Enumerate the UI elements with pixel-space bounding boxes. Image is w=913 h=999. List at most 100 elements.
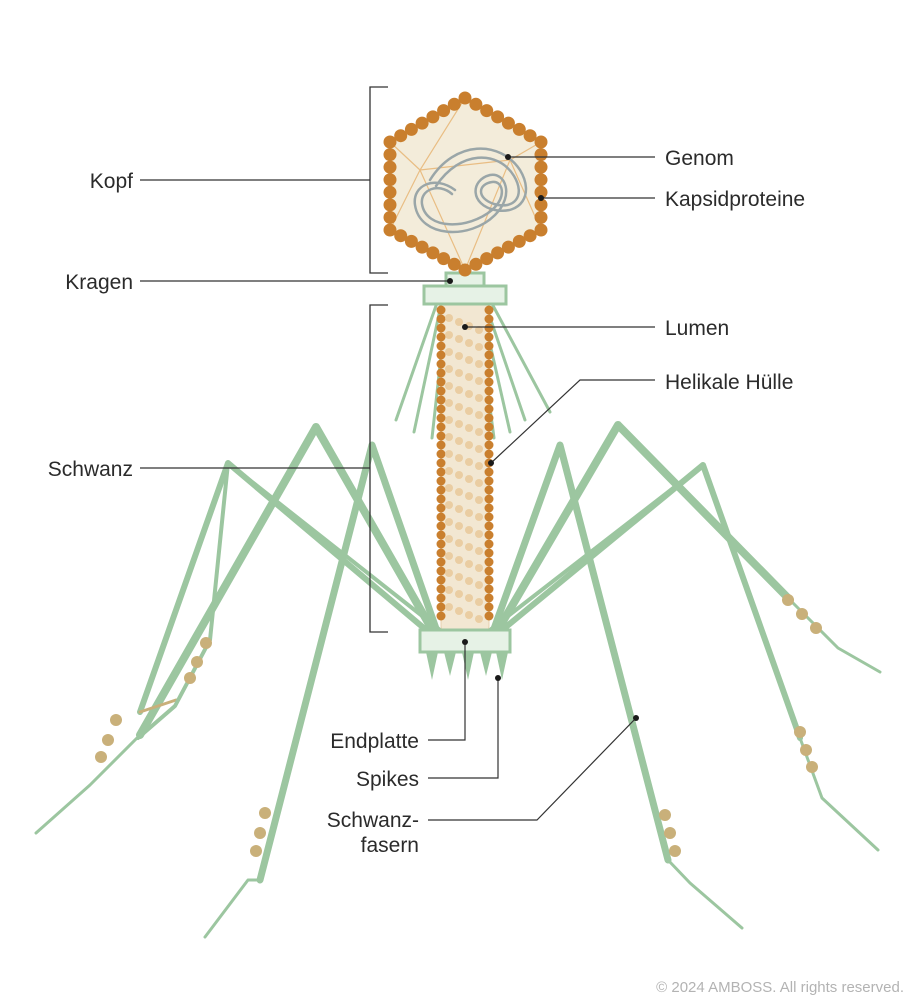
sheath-helix-dot [455,369,463,377]
sheath-helix-dot [455,386,463,394]
capsid-protein [383,173,397,187]
capsid-protein [415,240,429,254]
sheath-protein [484,530,494,540]
sheath-protein [436,548,446,558]
sheath-helix-dot [475,547,483,555]
capsid-protein [426,110,440,124]
sheath-protein [436,440,446,450]
sheath-helix-dot [475,496,483,504]
sheath-protein [484,584,494,594]
sheath-protein [484,494,494,504]
sheath-protein [484,350,494,360]
sheath-protein [436,584,446,594]
capsid-protein [480,104,494,118]
capsid-protein [523,229,537,243]
capsid-protein [383,210,397,224]
sheath-helix-dot [455,505,463,513]
capsid-protein [491,246,505,260]
sheath-protein [436,530,446,540]
sheath-helix-dot [465,373,473,381]
label-endplatte: Endplatte [330,730,419,753]
sheath-protein [436,359,446,369]
capsid-protein [404,234,418,248]
sheath-helix-dot [455,539,463,547]
capsid-protein [469,257,483,271]
sheath-protein [484,548,494,558]
sheath-protein [436,593,446,603]
sheath-helix-dot [465,611,473,619]
capsid-protein [437,104,451,118]
capsid-protein [523,129,537,143]
sheath-helix-dot [475,411,483,419]
sheath-helix-dot [475,479,483,487]
sheath-protein [436,368,446,378]
capsid-protein [426,246,440,260]
sheath-protein [436,395,446,405]
tail-sheath [436,301,494,633]
collar [422,271,508,306]
capsid-protein [383,135,397,149]
tail-fiber-left-middle-tip [138,698,178,714]
sheath-helix-dot [465,390,473,398]
sheath-helix-dot [445,348,453,356]
sheath-helix-dot [475,343,483,351]
sheath-protein [484,341,494,351]
capsid-protein [383,198,397,212]
sheath-protein [436,503,446,513]
sheath-protein [436,539,446,549]
sheath-protein [484,431,494,441]
sheath-protein [484,323,494,333]
sheath-helix-dot [475,564,483,572]
fiber-beads [95,594,822,857]
sheath-protein [436,314,446,324]
sheath-helix-dot [445,399,453,407]
sheath-helix-dot [465,492,473,500]
capsid-protein [383,185,397,199]
sheath-protein [484,467,494,477]
capsid-protein [501,116,515,130]
sheath-protein [436,557,446,567]
label-helikale-huelle: Helikale Hülle [665,371,793,394]
sheath-helix-dot [445,535,453,543]
sheath-helix-dot [455,318,463,326]
sheath-protein [484,521,494,531]
tail-fiber-right-outer [488,421,794,644]
sheath-protein [436,305,446,315]
sheath-protein [436,467,446,477]
capsid-protein [534,173,548,187]
sheath-protein [484,377,494,387]
capsid-protein [447,257,461,271]
capsid-protein [383,148,397,162]
sheath-protein [484,422,494,432]
sheath-helix-dot [475,360,483,368]
sheath-protein [436,512,446,522]
capsid-protein [458,91,472,105]
capsid-protein [394,229,408,243]
sheath-helix-dot [475,598,483,606]
capsid-protein [469,97,483,111]
sheath-protein [484,332,494,342]
sheath-protein [484,539,494,549]
sheath-helix-dot [465,577,473,585]
sheath-protein [436,575,446,585]
sheath-protein [484,575,494,585]
sheath-helix-dot [445,586,453,594]
sheath-helix-dot [465,407,473,415]
sheath-protein [436,521,446,531]
sheath-protein [484,314,494,324]
sheath-protein [484,593,494,603]
sheath-protein [436,323,446,333]
sheath-protein [484,368,494,378]
sheath-protein [484,602,494,612]
capsid-protein [534,223,548,237]
sheath-protein [484,413,494,423]
sheath-helix-dot [465,594,473,602]
sheath-protein [484,503,494,513]
sheath-helix-dot [445,467,453,475]
sheath-helix-dot [455,556,463,564]
sheath-protein [436,611,446,621]
sheath-helix-dot [475,394,483,402]
label-genom: Genom [665,147,734,170]
label-schwanzfasern-1: Schwanz- [327,809,419,832]
sheath-helix-dot [445,450,453,458]
